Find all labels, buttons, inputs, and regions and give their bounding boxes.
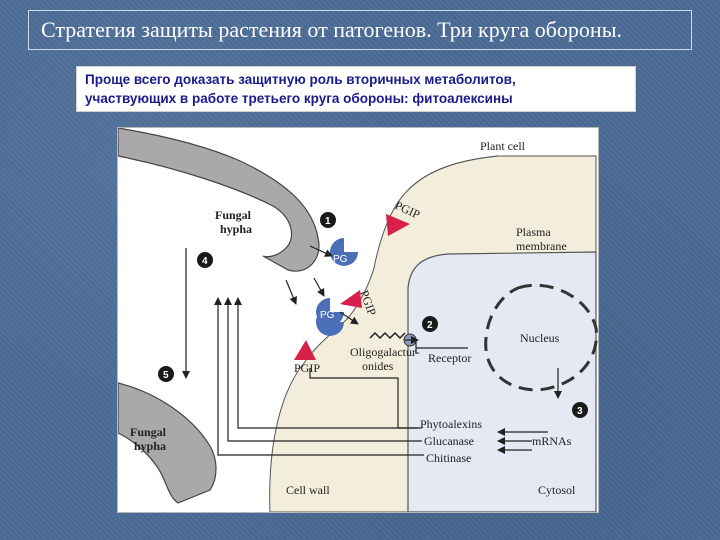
plasma-membrane-label-b: membrane <box>516 239 567 253</box>
svg-text:3: 3 <box>577 406 583 417</box>
receptor-label: Receptor <box>428 351 471 365</box>
plasma-membrane-label-a: Plasma <box>516 225 551 239</box>
cell-top-edge <box>407 155 596 191</box>
svg-text:PG: PG <box>284 320 299 331</box>
defense-diagram: Nucleus Fungal hypha Fungal hypha Plant … <box>117 127 599 513</box>
nucleus-envelope <box>484 283 598 392</box>
svg-text:5: 5 <box>163 370 169 381</box>
svg-text:PG: PG <box>333 254 348 265</box>
pg-enzyme-1: PG <box>330 238 358 266</box>
hypha-2-label-a: Fungal <box>130 425 167 439</box>
svg-text:1: 1 <box>325 216 331 227</box>
pgip-3: PGIP <box>294 340 320 375</box>
cytosol-region <box>407 251 597 513</box>
pg-enzyme-3: PG <box>316 298 344 326</box>
chitinase-label: Chitinase <box>426 451 471 465</box>
cell-wall-label: Cell wall <box>286 483 330 497</box>
caption-box: Проще всего доказать защитную роль втори… <box>76 66 636 112</box>
oligogalacturonide-chain <box>369 331 406 340</box>
cytosol-label: Cytosol <box>538 483 576 497</box>
slide-title: Стратегия защиты растения от патогенов. … <box>28 10 692 50</box>
step-3-badge: 3 <box>572 402 588 418</box>
step-5-badge: 5 <box>158 366 174 382</box>
plant-cell-label: Plant cell <box>480 139 526 153</box>
fungal-hypha-2 <box>117 382 217 504</box>
step-4-badge: 4 <box>197 252 213 268</box>
hypha-1-label-a: Fungal <box>215 208 252 222</box>
oligo-label-b: onides <box>362 359 394 373</box>
nucleus-label: Nucleus <box>520 331 560 345</box>
caption-line-2: участвующих в работе третьего круга обор… <box>85 91 513 106</box>
step-1-badge: 1 <box>320 212 336 228</box>
hypha-1-label-b: hypha <box>220 222 252 236</box>
svg-text:PG: PG <box>320 310 335 321</box>
step-2-badge: 2 <box>422 316 438 332</box>
svg-text:2: 2 <box>427 320 433 331</box>
svg-text:PGIP: PGIP <box>294 361 320 375</box>
pathway-arrows <box>182 245 562 456</box>
oligo-label-a: Oligogalactur- <box>350 345 420 359</box>
mrnas-label: mRNAs <box>532 434 572 448</box>
phytoalexins-label: Phytoalexins <box>420 417 482 431</box>
glucanase-label: Glucanase <box>424 434 474 448</box>
diagram-svg: Nucleus Fungal hypha Fungal hypha Plant … <box>117 127 598 513</box>
caption-line-1: Проще всего доказать защитную роль втори… <box>85 72 516 87</box>
svg-text:4: 4 <box>202 256 208 267</box>
hypha-2-label-b: hypha <box>134 439 166 453</box>
fungal-hypha-1 <box>117 127 320 272</box>
